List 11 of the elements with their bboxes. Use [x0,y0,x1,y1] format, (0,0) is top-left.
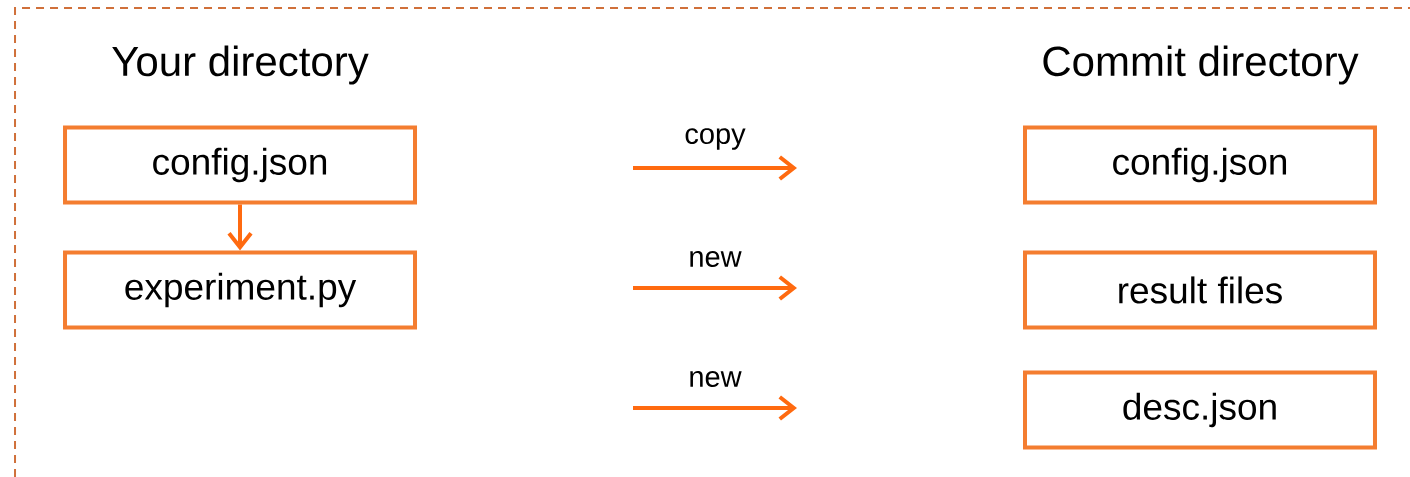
file-box: experiment.py [63,250,417,330]
arrow-label: new [690,371,742,387]
arrow-label: new [690,251,742,267]
file-box: config.json [1023,125,1377,205]
arrow-label: copy [685,128,746,150]
file-box: desc.json [1023,370,1377,450]
file-box: config.json [63,125,417,205]
arrow [227,204,253,251]
heading: Your directory [112,45,369,85]
heading: Commit directory [1043,45,1359,85]
file-box: result files [1023,250,1377,330]
